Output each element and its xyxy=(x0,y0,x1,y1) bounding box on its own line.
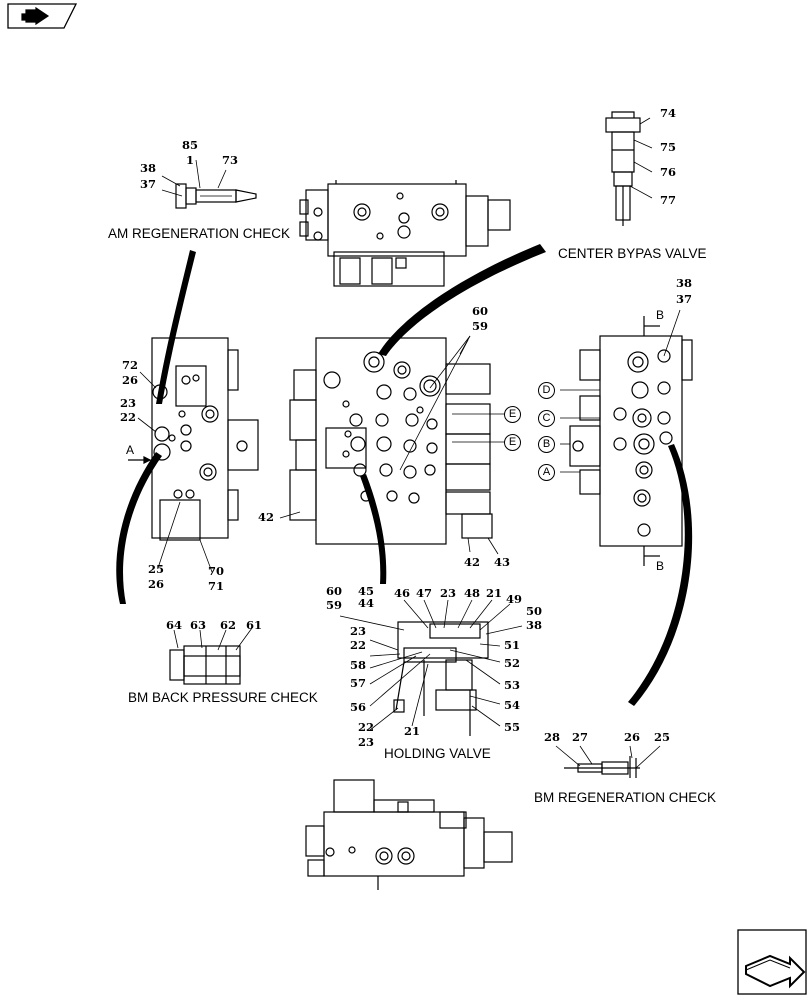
valve-top-view xyxy=(299,180,511,287)
callout-23: 23 xyxy=(120,396,137,410)
center-bypass-valve-title: CENTER BYPAS VALVE xyxy=(558,246,707,261)
next-page-icon[interactable] xyxy=(737,929,807,995)
callout-50: 50 xyxy=(526,604,543,618)
callout-22: 22 xyxy=(350,638,367,652)
holding-valve-title: HOLDING VALVE xyxy=(384,746,491,761)
callout-27: 27 xyxy=(572,730,589,744)
callout-55: 55 xyxy=(504,720,521,734)
port-e-upper: E xyxy=(504,406,521,423)
callout-58: 58 xyxy=(350,658,367,672)
callout-22: 22 xyxy=(358,720,375,734)
callout-44: 44 xyxy=(358,596,375,610)
port-c: C xyxy=(538,410,555,427)
callout-23: 23 xyxy=(440,586,457,600)
callout-38: 38 xyxy=(676,276,693,290)
callout-25: 25 xyxy=(148,562,165,576)
am-regeneration-check-title: AM REGENERATION CHECK xyxy=(108,226,291,241)
prev-page-icon[interactable] xyxy=(7,3,78,29)
port-b: B xyxy=(538,436,555,453)
callout-53: 53 xyxy=(504,678,521,692)
callout-37: 37 xyxy=(140,177,157,191)
callout-25: 25 xyxy=(654,730,671,744)
callout-56: 56 xyxy=(350,700,367,714)
callout-28: 28 xyxy=(544,730,561,744)
section-marker-a: A xyxy=(126,443,135,457)
callout-61: 61 xyxy=(246,618,263,632)
callout-22: 22 xyxy=(120,410,137,424)
bm-back-pressure-check-title: BM BACK PRESSURE CHECK xyxy=(128,690,318,705)
callout-48: 48 xyxy=(464,586,481,600)
callout-59: 59 xyxy=(472,319,489,333)
callout-45: 45 xyxy=(358,584,375,598)
bm-regeneration-check-part xyxy=(555,745,661,778)
valve-right-side-view xyxy=(560,309,693,566)
section-marker-b-bottom: B xyxy=(656,559,665,573)
callout-26: 26 xyxy=(624,730,641,744)
callout-63: 63 xyxy=(190,618,207,632)
callout-72: 72 xyxy=(122,358,139,372)
valve-left-side-view xyxy=(128,337,259,573)
bm-back-pressure-check-part xyxy=(169,627,253,685)
callout-60: 60 xyxy=(472,304,489,318)
valve-front-view xyxy=(279,335,504,555)
callout-21: 21 xyxy=(404,724,421,738)
port-a: A xyxy=(538,464,555,481)
port-d: D xyxy=(538,382,555,399)
callout-57: 57 xyxy=(350,676,367,690)
callout-26: 26 xyxy=(148,577,165,591)
callout-59: 59 xyxy=(326,598,343,612)
callout-42: 42 xyxy=(464,555,481,569)
bm-regeneration-check-title: BM REGENERATION CHECK xyxy=(534,790,717,805)
callout-38: 38 xyxy=(526,618,543,632)
callout-64: 64 xyxy=(166,618,183,632)
callout-60: 60 xyxy=(326,584,343,598)
callout-49: 49 xyxy=(506,592,523,606)
callout-54: 54 xyxy=(504,698,521,712)
valve-bottom-view xyxy=(305,779,513,890)
callout-52: 52 xyxy=(504,656,521,670)
center-bypass-valve-part xyxy=(605,111,653,226)
callout-43: 43 xyxy=(494,555,511,569)
section-marker-b-top: B xyxy=(656,308,665,322)
callout-47: 47 xyxy=(416,586,433,600)
callout-85: 85 xyxy=(182,138,199,152)
callout-62: 62 xyxy=(220,618,237,632)
callout-74: 74 xyxy=(660,106,677,120)
leader-curves xyxy=(116,244,693,706)
callout-37: 37 xyxy=(676,292,693,306)
callout-42: 42 xyxy=(258,510,275,524)
callout-71: 71 xyxy=(208,579,225,593)
port-e-lower: E xyxy=(504,434,521,451)
callout-76: 76 xyxy=(660,165,677,179)
callout-38: 38 xyxy=(140,161,157,175)
callout-70: 70 xyxy=(208,564,225,578)
callout-23: 23 xyxy=(350,624,367,638)
callout-51: 51 xyxy=(504,638,521,652)
callout-73: 73 xyxy=(222,153,239,167)
callout-21: 21 xyxy=(486,586,503,600)
am-regeneration-check-part xyxy=(161,159,257,209)
callout-75: 75 xyxy=(660,140,677,154)
holding-valve-part xyxy=(339,599,523,736)
callout-23: 23 xyxy=(358,735,375,749)
callout-46: 46 xyxy=(394,586,411,600)
callout-26: 26 xyxy=(122,373,139,387)
callout-1: 1 xyxy=(186,153,195,167)
callout-77: 77 xyxy=(660,193,677,207)
